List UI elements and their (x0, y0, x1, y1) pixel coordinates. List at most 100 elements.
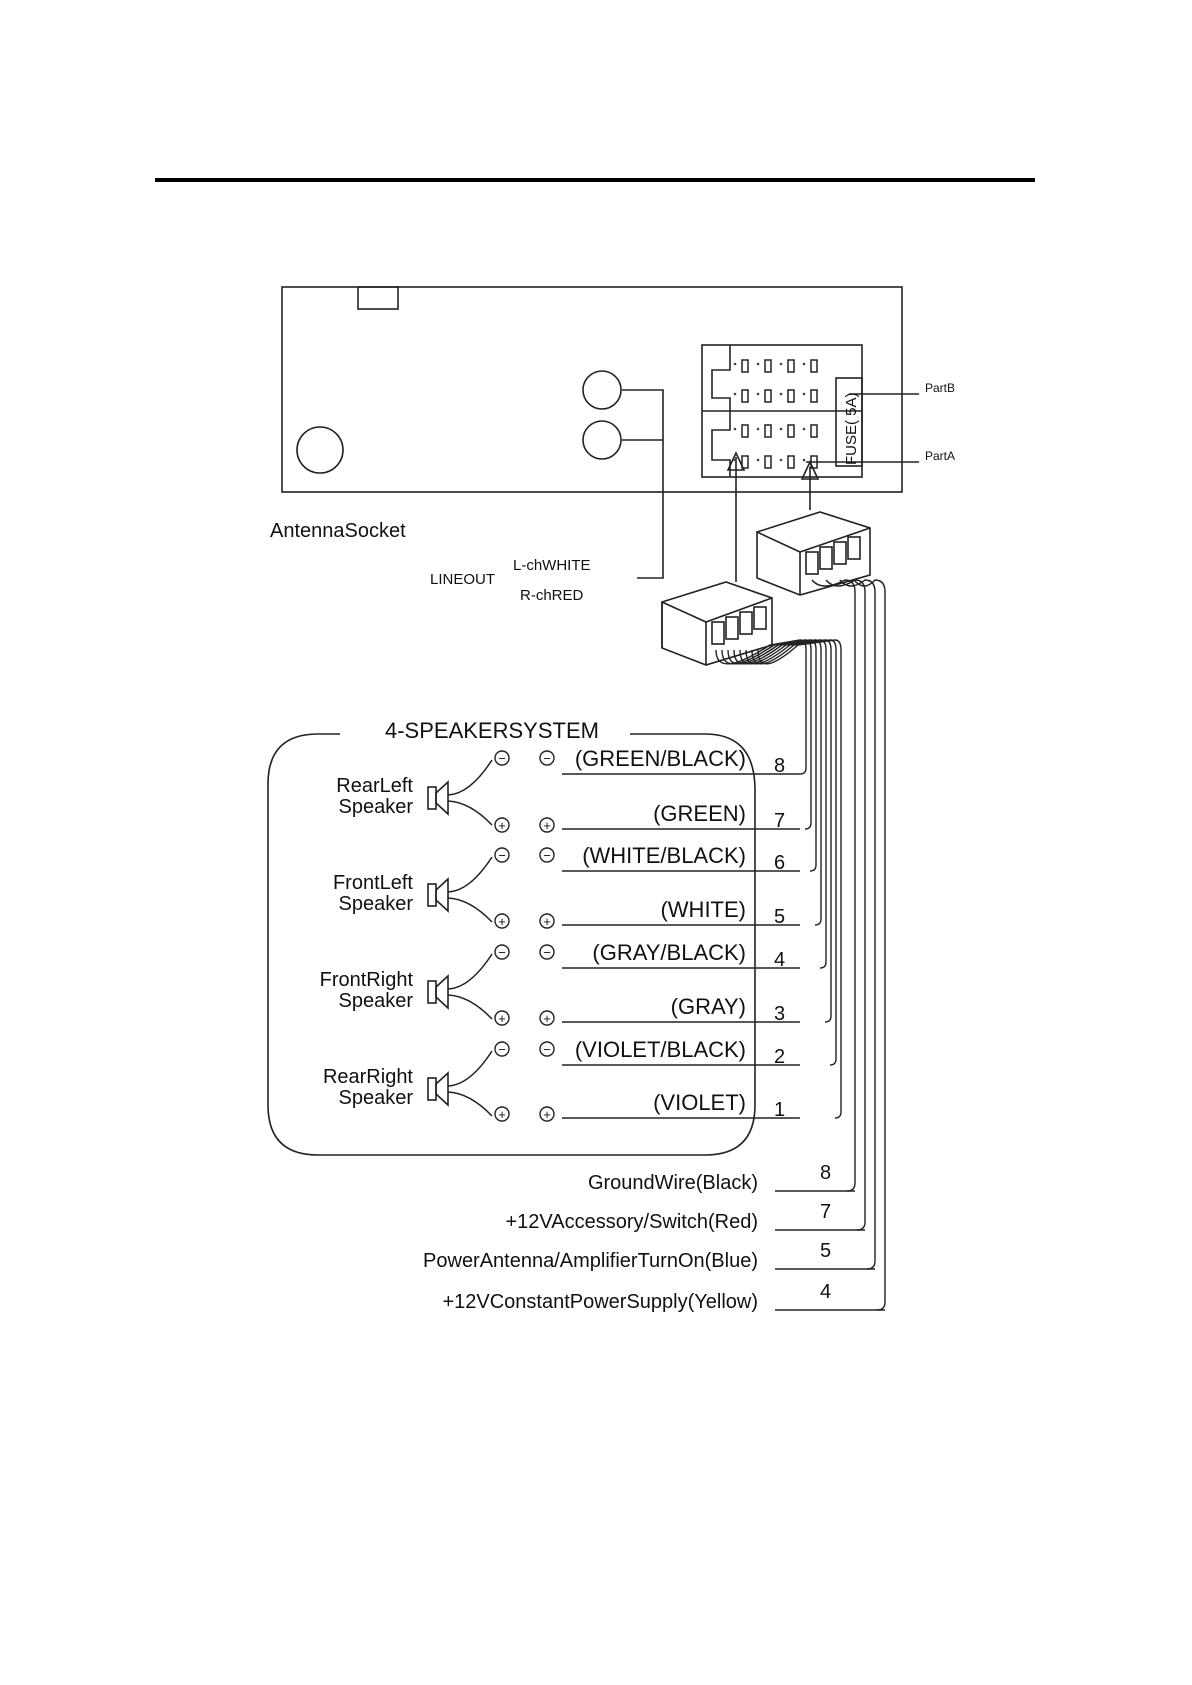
speaker-lead-neg (447, 953, 493, 990)
terminal-sign: + (543, 1011, 551, 1026)
power-wire-row: PowerAntenna/AmplifierTurnOn(Blue)5 (423, 1240, 875, 1272)
speaker-wire-rows: −−(GREEN/BLACK)8 + + (GREEN) 7 −−(WHITE/BLACK… (494, 746, 800, 1122)
pin-number: 8 (774, 755, 785, 777)
wire-row: ++(VIOLET)1 (494, 1090, 800, 1122)
l-channel-label: L-chWHITE (513, 557, 591, 574)
power-wire-row: +12VConstantPowerSupply(Yellow) 4 (442, 1281, 885, 1313)
speaker-lead-pos (447, 994, 493, 1020)
wire-row: −−(GREEN/BLACK)8 (494, 746, 800, 777)
power-wire-row: +12VAccessory/Switch(Red) 7 (506, 1201, 865, 1233)
harness-wire (745, 639, 832, 1023)
power-wire-row: GroundWire(Black) 8 (588, 1162, 855, 1194)
harness-wire (733, 639, 822, 926)
wire-color-label: (VIOLET/BLACK) (575, 1037, 746, 1062)
pin-number: 3 (774, 1003, 785, 1025)
harness-wire (751, 639, 837, 1066)
power-wire-label: PowerAntenna/AmplifierTurnOn(Blue) (423, 1250, 758, 1272)
speaker-system-box (267, 733, 756, 1156)
antenna-socket-label: AntennaSocket (270, 520, 406, 542)
wire-row: + + (GREEN) 7 (494, 801, 800, 833)
speaker-name: RearRight (323, 1066, 413, 1088)
harness-wire (757, 639, 842, 1119)
speaker-magnet (427, 786, 437, 810)
part-a-label: PartA (925, 449, 955, 463)
power-wire-label: +12VConstantPowerSupply(Yellow) (442, 1291, 758, 1313)
wire-row: −−(WHITE/BLACK)6 (494, 843, 800, 874)
negative-terminal-icon (539, 750, 555, 766)
top-tab (357, 286, 399, 310)
pin-number: 5 (774, 906, 785, 928)
positive-terminal-icon (539, 1106, 555, 1122)
negative-terminal-icon (494, 847, 510, 863)
speaker-name: Speaker (339, 990, 414, 1012)
wire-color-label: (GREEN) (653, 801, 746, 826)
terminal-sign: + (543, 914, 551, 929)
wire-color-label: (GRAY) (671, 994, 746, 1019)
speaker-cone (435, 974, 449, 1010)
pin-number: 4 (774, 949, 785, 971)
terminal-sign: + (498, 818, 506, 833)
terminal-sign: + (498, 1011, 506, 1026)
wire-row: + + (GRAY) 3 (494, 994, 800, 1026)
positive-terminal-icon (494, 1010, 510, 1026)
line-out-l-port (582, 370, 622, 410)
terminal-sign: − (543, 848, 551, 863)
connector-plug-a (756, 511, 871, 596)
speaker-harness (715, 639, 842, 1119)
terminal-sign: + (498, 914, 506, 929)
harness-wire (853, 579, 886, 1311)
wire-row: + + (WHITE) 5 (494, 897, 800, 929)
pin-number: 8 (820, 1162, 831, 1184)
speaker-cone (435, 877, 449, 913)
harness-wire (811, 579, 856, 1192)
wire-color-label: (GRAY/BLACK) (592, 940, 746, 965)
pin-number: 6 (774, 852, 785, 874)
power-wire-rows: GroundWire(Black) 8 +12VAccessory/Switch(R… (423, 1162, 885, 1313)
speaker-system-title: 4-SPEAKERSYSTEM (385, 718, 599, 743)
positive-terminal-icon (539, 1010, 555, 1026)
speaker-name: RearLeft (336, 775, 413, 797)
speaker-name: Speaker (339, 893, 414, 915)
line-out-label: LINEOUT (430, 571, 495, 588)
antenna-socket-port (296, 426, 344, 474)
power-harness (811, 579, 886, 1311)
speaker-lead-pos (447, 897, 493, 923)
pin-number: 1 (774, 1099, 785, 1121)
terminal-sign: − (498, 945, 506, 960)
harness-wire (839, 579, 876, 1270)
speaker-magnet (427, 980, 437, 1004)
wire-color-label: (WHITE) (660, 897, 746, 922)
power-wire-label: GroundWire(Black) (588, 1172, 758, 1194)
connector-plug-b (661, 581, 773, 666)
terminal-sign: + (543, 818, 551, 833)
speaker-lead-neg (447, 1050, 493, 1087)
negative-terminal-icon (494, 750, 510, 766)
harness-wire (825, 579, 866, 1231)
pin-number: 7 (774, 810, 785, 832)
terminal-sign: − (543, 1042, 551, 1057)
pin-number: 7 (820, 1201, 831, 1223)
terminal-sign: − (543, 945, 551, 960)
negative-terminal-icon (539, 944, 555, 960)
positive-terminal-icon (539, 913, 555, 929)
pin-number: 2 (774, 1046, 785, 1068)
wire-row: − − (VIOLET/BLACK) 2 (494, 1037, 800, 1068)
terminal-sign: − (498, 1042, 506, 1057)
part-b-label: PartB (925, 381, 955, 395)
speaker-magnet (427, 1077, 437, 1101)
speaker-name: Speaker (339, 1087, 414, 1109)
negative-terminal-icon (494, 1041, 510, 1057)
power-wire-label: +12VAccessory/Switch(Red) (506, 1211, 759, 1233)
terminal-sign: − (543, 751, 551, 766)
speaker-cone (435, 780, 449, 816)
fuse-label: FUSE( 5A) (843, 392, 860, 465)
negative-terminal-icon (494, 944, 510, 960)
speaker-name: Speaker (339, 796, 414, 818)
line-out-leader (622, 389, 664, 579)
socket-pins (732, 359, 818, 469)
pin-number: 4 (820, 1281, 831, 1303)
